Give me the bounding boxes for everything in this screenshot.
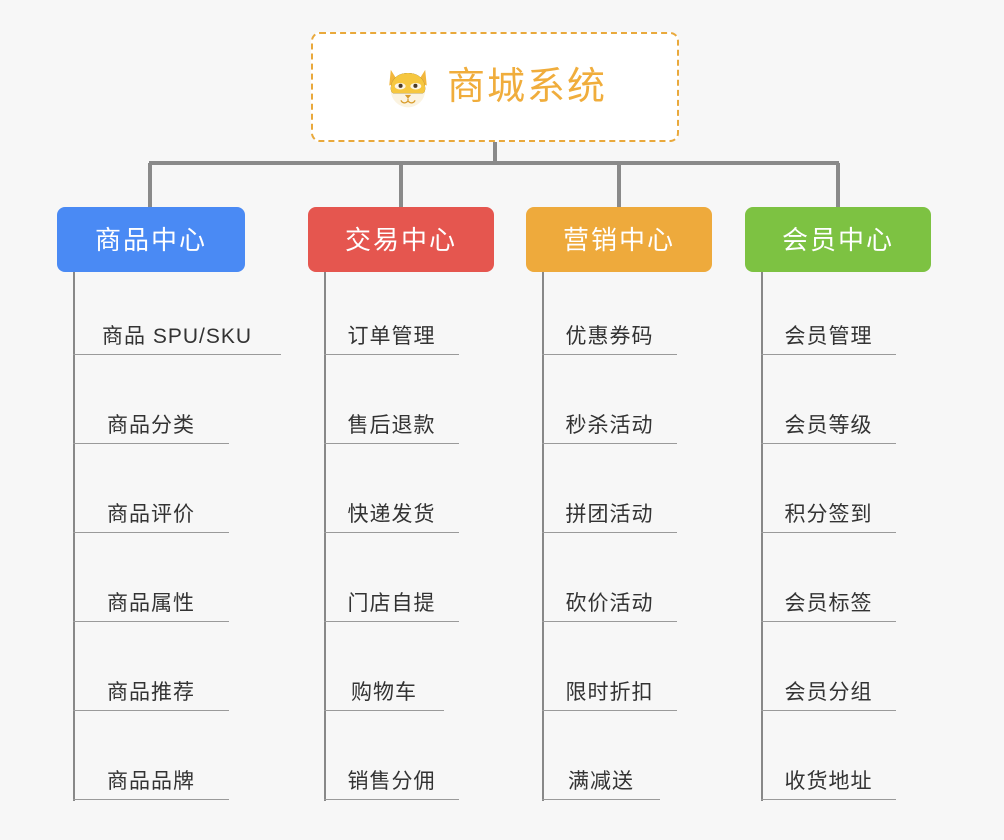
leaf-label: 积分签到 — [784, 502, 873, 526]
leaf-list-member-center: 会员管理 会员等级 积分签到 会员标签 会员分组 收货地址 — [745, 272, 931, 801]
leaf-label: 售后退款 — [347, 413, 436, 437]
list-item[interactable]: 商品评价 — [73, 444, 229, 533]
root-node[interactable]: 商城系统 — [311, 32, 679, 142]
category-header-member-center[interactable]: 会员中心 — [745, 207, 931, 272]
leaf-label: 商品分类 — [107, 413, 195, 437]
leaf-label: 商品 SPU/SKU — [101, 324, 253, 348]
category-header-marketing-center[interactable]: 营销中心 — [526, 207, 712, 272]
list-item[interactable]: 优惠券码 — [542, 272, 677, 355]
branch-column-trade-center: 交易中心 订单管理 售后退款 快递发货 门店自提 购物车 销售分佣 — [308, 207, 494, 801]
leaf-list-trade-center: 订单管理 售后退款 快递发货 门店自提 购物车 销售分佣 — [308, 272, 494, 801]
list-item[interactable]: 砍价活动 — [542, 533, 677, 622]
list-item[interactable]: 秒杀活动 — [542, 355, 677, 444]
leaf-label: 会员标签 — [784, 591, 873, 615]
leaf-label: 商品品牌 — [107, 769, 195, 793]
list-item[interactable]: 商品属性 — [73, 533, 229, 622]
list-item[interactable]: 拼团活动 — [542, 444, 677, 533]
branch-column-member-center: 会员中心 会员管理 会员等级 积分签到 会员标签 会员分组 收货地址 — [745, 207, 931, 801]
leaf-label: 收货地址 — [784, 769, 873, 793]
leaf-label: 商品评价 — [107, 502, 195, 526]
leaf-list-product-center: 商品 SPU/SKU 商品分类 商品评价 商品属性 商品推荐 商品品牌 — [57, 272, 281, 801]
branch-column-product-center: 商品中心 商品 SPU/SKU 商品分类 商品评价 商品属性 商品推荐 商品品牌 — [57, 207, 281, 801]
list-item[interactable]: 收货地址 — [761, 711, 896, 800]
shiba-dog-face-icon — [389, 69, 427, 108]
leaf-label: 优惠券码 — [565, 324, 654, 348]
leaf-label: 购物车 — [351, 680, 417, 704]
list-item[interactable]: 积分签到 — [761, 444, 896, 533]
list-item[interactable]: 会员分组 — [761, 622, 896, 711]
leaf-label: 商品属性 — [107, 591, 195, 615]
leaf-label: 会员管理 — [784, 324, 873, 348]
leaf-label: 秒杀活动 — [565, 413, 654, 437]
list-item[interactable]: 快递发货 — [324, 444, 459, 533]
category-title: 交易中心 — [344, 224, 457, 255]
category-title: 会员中心 — [781, 224, 894, 255]
list-item[interactable]: 会员管理 — [761, 272, 896, 355]
category-header-product-center[interactable]: 商品中心 — [57, 207, 245, 272]
list-item[interactable]: 商品推荐 — [73, 622, 229, 711]
branch-column-marketing-center: 营销中心 优惠券码 秒杀活动 拼团活动 砍价活动 限时折扣 满减送 — [526, 207, 712, 801]
category-title: 商品中心 — [94, 224, 207, 255]
leaf-label: 门店自提 — [347, 591, 436, 615]
list-item[interactable]: 商品 SPU/SKU — [73, 272, 281, 355]
list-item[interactable]: 订单管理 — [324, 272, 459, 355]
leaf-label: 满减送 — [568, 769, 634, 793]
leaf-label: 砍价活动 — [565, 591, 654, 615]
list-item[interactable]: 销售分佣 — [324, 711, 459, 800]
leaf-label: 订单管理 — [347, 324, 436, 348]
list-item[interactable]: 售后退款 — [324, 355, 459, 444]
list-item[interactable]: 会员等级 — [761, 355, 896, 444]
list-item[interactable]: 商品品牌 — [73, 711, 229, 800]
leaf-label: 商品推荐 — [107, 680, 195, 704]
leaf-label: 快递发货 — [347, 502, 436, 526]
list-item[interactable]: 满减送 — [542, 711, 660, 800]
list-item[interactable]: 购物车 — [324, 622, 444, 711]
category-title: 营销中心 — [562, 224, 675, 255]
leaf-label: 销售分佣 — [347, 769, 436, 793]
leaf-label: 会员分组 — [784, 680, 873, 704]
root-title: 商城系统 — [446, 66, 607, 108]
list-item[interactable]: 会员标签 — [761, 533, 896, 622]
leaf-label: 拼团活动 — [565, 502, 654, 526]
category-header-trade-center[interactable]: 交易中心 — [308, 207, 494, 272]
leaf-label: 会员等级 — [784, 413, 873, 437]
leaf-label: 限时折扣 — [565, 680, 654, 704]
list-item[interactable]: 限时折扣 — [542, 622, 677, 711]
leaf-list-marketing-center: 优惠券码 秒杀活动 拼团活动 砍价活动 限时折扣 满减送 — [526, 272, 712, 801]
list-item[interactable]: 门店自提 — [324, 533, 459, 622]
list-item[interactable]: 商品分类 — [73, 355, 229, 444]
